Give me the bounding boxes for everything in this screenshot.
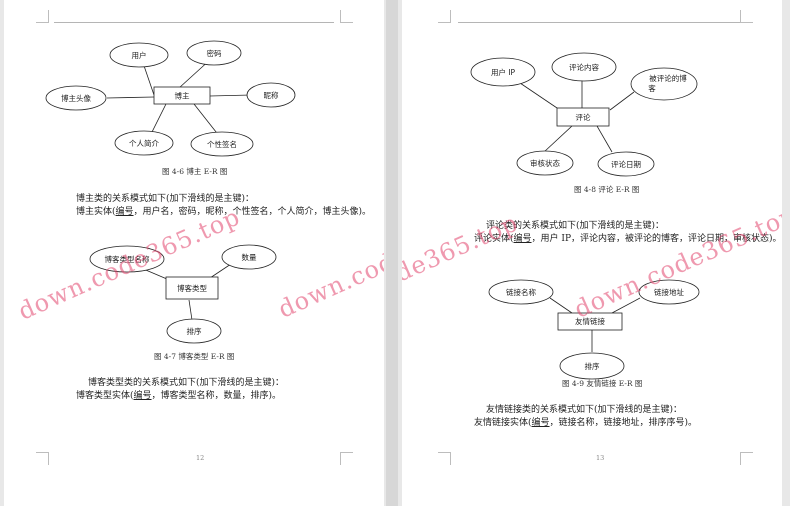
corner-mark bbox=[740, 10, 753, 23]
figure-caption-4-9: 图 4-9 友情链接 E-R 图 bbox=[562, 379, 643, 388]
attribute-review-status: 审核状态 bbox=[530, 158, 560, 168]
entity-blogtype: 博客类型 bbox=[177, 283, 207, 293]
paragraph-blogger-intro: 博主类的关系模式如下(加下滑线的是主键)： bbox=[76, 194, 255, 204]
paragraph-blogtype-intro: 博客类型类的关系模式如下(加下滑线的是主键)： bbox=[88, 378, 285, 388]
attribute-comment-date: 评论日期 bbox=[611, 159, 641, 169]
paragraph-comment-entity: 评论实体(编号，用户 IP，评论内容，被评论的博客，评论日期，审核状态)。 bbox=[474, 234, 782, 244]
attribute-avatar: 博主头像 bbox=[61, 93, 91, 103]
paragraph-blogtype-entity: 博客类型实体(编号，博客类型名称，数量，排序)。 bbox=[76, 391, 282, 401]
attribute-count: 数量 bbox=[242, 252, 257, 262]
page-number: 13 bbox=[596, 454, 605, 462]
attribute-link-name: 链接名称 bbox=[506, 287, 536, 297]
attribute-link-order: 排序 bbox=[585, 361, 600, 371]
attribute-commented-blog-wrap: 客 bbox=[648, 83, 656, 93]
attribute-link-url: 链接地址 bbox=[654, 287, 684, 297]
attribute-commented-blog: 被评论的博 bbox=[649, 73, 687, 83]
left-page: 博主 用户 密码 昵称 博主头像 个人简介 个性签名 博客类型 博客类型名称 数… bbox=[4, 0, 384, 506]
attribute-password: 密码 bbox=[207, 48, 222, 58]
attribute-nickname: 昵称 bbox=[264, 90, 279, 100]
figure-caption-4-6: 图 4-6 博主 E-R 图 bbox=[162, 167, 228, 176]
page-gap bbox=[386, 0, 398, 506]
paragraph-link-intro: 友情链接类的关系模式如下(加下滑线的是主键)： bbox=[486, 405, 683, 415]
entity-blogger: 博主 bbox=[175, 91, 190, 101]
corner-mark bbox=[438, 452, 451, 465]
right-page: 评论 用户 IP 评论内容 被评论的博 客 审核状态 评论日期 友情链接 链接名… bbox=[402, 0, 782, 506]
figure-caption-4-8: 图 4-8 评论 E-R 图 bbox=[574, 185, 640, 194]
attribute-order: 排序 bbox=[187, 326, 202, 336]
er-diagram-comment-and-link: 评论 用户 IP 评论内容 被评论的博 客 审核状态 评论日期 友情链接 链接名… bbox=[470, 52, 700, 380]
page-number: 12 bbox=[196, 454, 205, 462]
corner-mark bbox=[340, 10, 353, 23]
attribute-signature: 个性签名 bbox=[207, 139, 237, 149]
paragraph-link-entity: 友情链接实体(编号，链接名称，链接地址，排序序号)。 bbox=[474, 418, 698, 428]
corner-mark bbox=[740, 452, 753, 465]
header-rule bbox=[54, 22, 334, 23]
corner-mark bbox=[36, 452, 49, 465]
corner-mark bbox=[340, 452, 353, 465]
attribute-user-ip: 用户 IP bbox=[491, 67, 516, 77]
entity-friend-link: 友情链接 bbox=[575, 316, 605, 326]
corner-mark bbox=[438, 10, 451, 23]
corner-mark bbox=[36, 10, 49, 23]
attribute-comment-content: 评论内容 bbox=[569, 62, 599, 72]
attribute-blogtype-name: 博客类型名称 bbox=[105, 254, 150, 264]
er-diagram-blogger-and-blogtype: 博主 用户 密码 昵称 博主头像 个人简介 个性签名 博客类型 博客类型名称 数… bbox=[45, 40, 296, 344]
paragraph-comment-intro: 评论类的关系模式如下(加下滑线的是主键)： bbox=[486, 221, 665, 231]
paragraph-blogger-entity: 博主实体(编号，用户名，密码，昵称，个性签名，个人简介，博主头像)。 bbox=[76, 207, 372, 217]
figure-caption-4-7: 图 4-7 博客类型 E-R 图 bbox=[154, 352, 235, 361]
entity-comment: 评论 bbox=[576, 112, 591, 122]
attribute-username: 用户 bbox=[132, 50, 147, 60]
header-rule bbox=[458, 22, 740, 23]
attribute-profile: 个人简介 bbox=[129, 138, 159, 148]
